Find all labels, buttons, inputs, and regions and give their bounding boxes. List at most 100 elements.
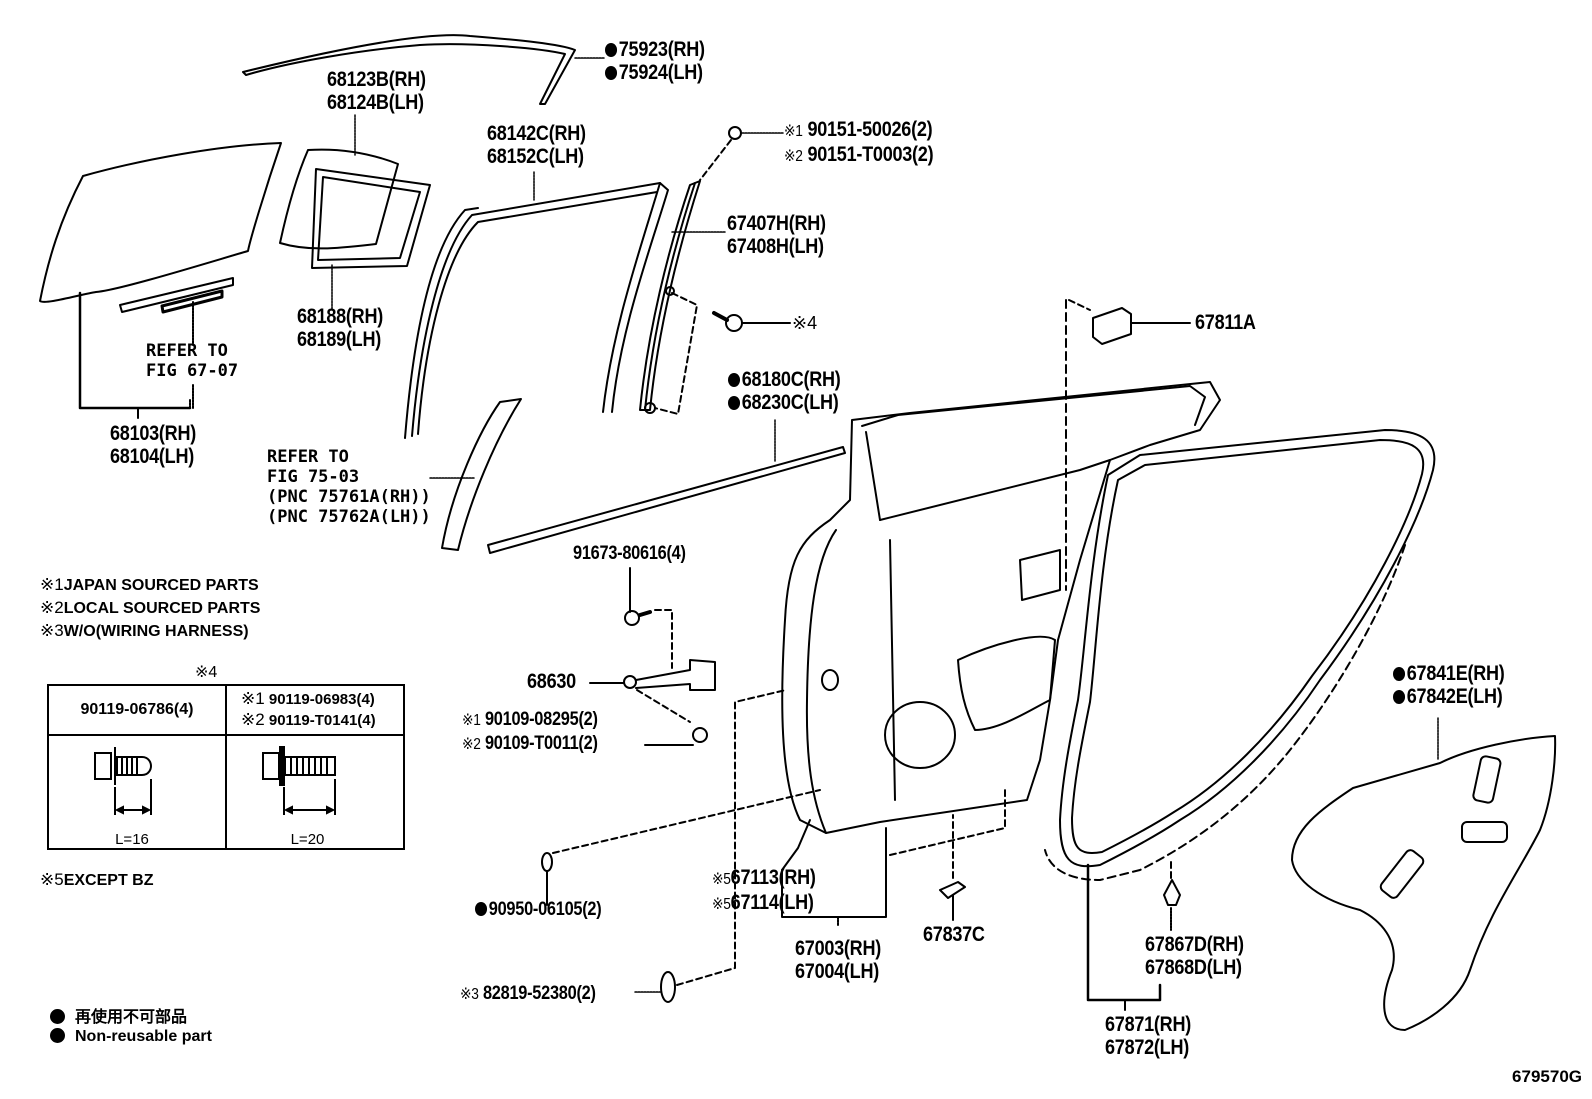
callout-67841e-line1: 67841E(RH): [1393, 662, 1505, 685]
note-mark: ※5: [712, 871, 731, 888]
glass-channel-strip: [119, 277, 234, 409]
bolt-l16-icon: [94, 746, 153, 815]
callout-67811a-line1: 67811A: [1195, 311, 1256, 334]
bolt-table-col2-length: L=20: [290, 830, 325, 848]
refer-line1: REFER TO: [267, 447, 349, 467]
callout-67113: ※567113(RH) ※567114(LH): [712, 866, 816, 916]
note-mark: ※5: [40, 870, 64, 889]
legend-text: 再使用不可部品: [75, 1009, 188, 1026]
weatherstrip-67871: [1044, 429, 1436, 1011]
callout-90950: 90950-06105(2): [475, 898, 602, 921]
callout-star4: ※4: [792, 312, 817, 335]
note-mark: ※2: [462, 736, 481, 753]
callout-67867d: 67867D(RH) 67868D(LH): [1145, 933, 1244, 979]
callout-68103: 68103(RH) 68104(LH): [110, 422, 196, 468]
callout-67113-line1: ※567113(RH): [712, 866, 816, 889]
refer-line4: (PNC 75762A(LH)): [267, 507, 431, 527]
bolt-table-col1-part: 90119-06786(4): [47, 684, 227, 736]
callout-star4-text: ※4: [792, 313, 818, 333]
callout-68142c: 68142C(RH) 68152C(LH): [487, 122, 586, 168]
bolt-table-col1-length: L=16: [115, 830, 149, 848]
legend-item-en: Non-reusable part: [50, 1028, 212, 1046]
bolt-table-col2-part2: ※2 90119-T0141(4): [241, 710, 376, 729]
callout-68142c-line1: 68142C(RH): [487, 122, 586, 145]
refer-line2: FIG 75-03: [267, 467, 360, 487]
legend-item-jp: 再使用不可部品: [50, 1003, 187, 1027]
bolt-table-col2-drawing: L=20: [225, 734, 405, 850]
non-reusable-icon: [605, 43, 618, 57]
run-channel-67407: [639, 180, 726, 415]
callout-75923: 75923(RH) 75924(LH): [605, 38, 705, 84]
clip-67837c: [889, 789, 1006, 921]
refer-fig-75-03[interactable]: REFER TO FIG 75-03 (PNC 75761A(RH)) (PNC…: [267, 447, 431, 527]
quarter-glass-68123b: [279, 114, 399, 250]
callout-75923-line2: 75924(LH): [605, 61, 705, 84]
callout-68188-line1: 68188(RH): [297, 305, 384, 328]
callout-67871: 67871(RH) 67872(LH): [1105, 1013, 1191, 1059]
bolt-table-col2-part1: ※1 90119-06983(4): [241, 689, 375, 708]
grommet-82819: [634, 689, 787, 1003]
bolt-spec-table: 90119-06786(4) ※1 90119-06983(4) ※2 9011…: [47, 684, 405, 850]
bolt-table-col2-parts: ※1 90119-06983(4) ※2 90119-T0141(4): [225, 684, 405, 736]
refer-line3: (PNC 75761A(RH)): [267, 487, 431, 507]
note-3: ※3W/O(WIRING HARNESS): [40, 619, 249, 643]
callout-67407h: 67407H(RH) 67408H(LH): [727, 212, 826, 258]
callout-68142c-line2: 68152C(LH): [487, 145, 584, 168]
roof-molding-75923: [242, 34, 605, 105]
callout-90109-line2: ※2 90109-T0011(2): [462, 733, 598, 754]
callout-68103-line2: 68104(LH): [110, 445, 195, 468]
callout-68180c-line2: 68230C(LH): [728, 391, 841, 414]
plug-90950: [541, 789, 821, 906]
note-mark: ※2: [784, 148, 803, 165]
note-mark: ※3: [40, 621, 64, 640]
bracket-67003: [781, 819, 887, 927]
callout-67407h-line2: 67408H(LH): [727, 235, 824, 258]
bolt-table-col1-drawing: L=16: [47, 734, 227, 850]
callout-67811a: 67811A: [1195, 311, 1256, 334]
door-glass-68103: [39, 142, 282, 419]
callout-68180c-line1: 68180C(RH): [728, 368, 841, 391]
non-reusable-icon: [475, 902, 488, 916]
note-text: LOCAL SOURCED PARTS: [63, 600, 261, 617]
note-text: JAPAN SOURCED PARTS: [63, 577, 259, 594]
non-reusable-icon: [605, 66, 618, 80]
legend-text: Non-reusable part: [75, 1028, 212, 1045]
callout-90109: ※1 90109-08295(2) ※2 90109-T0011(2): [462, 708, 598, 756]
callout-68123b-line2: 68124B(LH): [327, 91, 424, 114]
bolt-91673: [624, 567, 673, 669]
callout-90151: ※1 90151-50026(2) ※2 90151-T0003(2): [784, 118, 934, 168]
bolt-l20-icon: [262, 745, 336, 815]
callout-91673: 91673-80616(4): [573, 542, 686, 565]
note-mark: ※1: [462, 712, 481, 729]
callout-67003-line2: 67004(LH): [795, 960, 880, 983]
non-reusable-icon: [728, 396, 741, 410]
callout-67871-line2: 67872(LH): [1105, 1036, 1190, 1059]
note-1: ※1JAPAN SOURCED PARTS: [40, 573, 259, 597]
callout-67867d-line2: 67868D(LH): [1145, 956, 1242, 979]
callout-68180c: 68180C(RH) 68230C(LH): [728, 368, 841, 414]
non-reusable-icon: [50, 1009, 65, 1024]
callout-68123b: 68123B(RH) 68124B(LH): [327, 68, 426, 114]
callout-67867d-line1: 67867D(RH): [1145, 933, 1244, 956]
note-mark: ※1: [784, 123, 803, 140]
figure-id: 679570G: [1512, 1067, 1582, 1086]
callout-67113-line2: ※567114(LH): [712, 891, 814, 914]
note-text: EXCEPT BZ: [63, 872, 154, 889]
callout-90950-line1: 90950-06105(2): [475, 898, 602, 921]
screw-90151: [699, 126, 784, 181]
callout-90151-line1: ※1 90151-50026(2): [784, 118, 933, 141]
refer-fig-67-07[interactable]: REFER TO FIG 67-07: [146, 341, 238, 381]
callout-68630-line1: 68630: [527, 670, 576, 693]
belt-molding-68180c: [487, 419, 846, 554]
note-mark: ※1: [40, 575, 64, 594]
callout-82819: ※3 82819-52380(2): [460, 982, 596, 1006]
callout-68188-line2: 68189(LH): [297, 328, 382, 351]
note-mark: ※2: [40, 598, 64, 617]
quarter-channel-68188: [311, 168, 431, 311]
note-mark: ※3: [460, 986, 479, 1003]
callout-90109-line1: ※1 90109-08295(2): [462, 709, 598, 730]
service-hole-cover-67841e: [1291, 717, 1557, 1031]
callout-67003: 67003(RH) 67004(LH): [795, 937, 881, 983]
callout-67841e-line2: 67842E(LH): [1393, 685, 1505, 708]
note-text: W/O(WIRING HARNESS): [63, 623, 249, 640]
